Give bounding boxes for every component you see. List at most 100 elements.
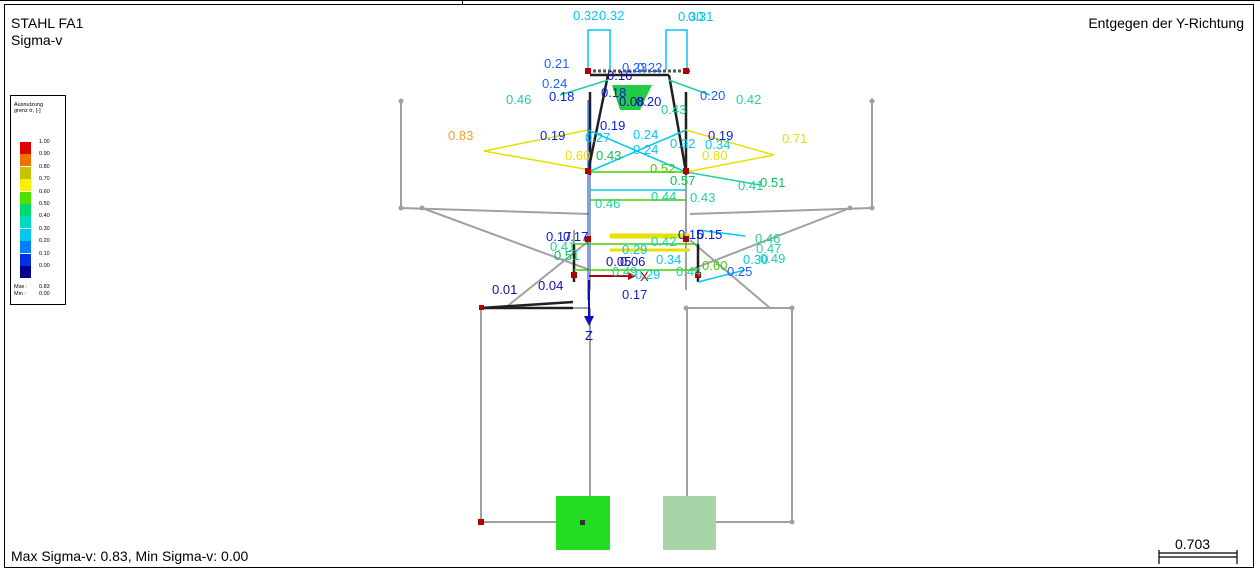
x-axis-arrow (628, 272, 636, 280)
legend-level-value: 0.50 (39, 201, 50, 207)
result-value-label: 0.27 (585, 130, 610, 145)
result-value-label: 0.20 (700, 88, 725, 103)
nodes (478, 68, 701, 525)
x-axis-label: X (640, 269, 649, 284)
result-value-label: 0.42 (651, 234, 676, 249)
legend-min-value: 0.00 (39, 291, 50, 297)
legend-level-value: 0.80 (39, 163, 50, 170)
result-value-label: 0.32 (599, 8, 624, 23)
result-value-label: 0.41 (550, 239, 575, 254)
result-value-label: 0.57 (670, 173, 695, 188)
result-value-label: 0.16 (607, 68, 632, 83)
legend-swatch (20, 166, 31, 179)
legend-level-value: 0.70 (39, 176, 50, 183)
result-value-label: 0.08 (619, 94, 644, 109)
result-members (483, 29, 775, 300)
result-value-label: 0.46 (595, 196, 620, 211)
legend-max: Max : 0.83 (14, 284, 50, 290)
result-value-label: 0.47 (756, 241, 781, 256)
legend-swatch (20, 179, 31, 192)
result-value-label: 0.44 (651, 189, 676, 204)
legend-level-value: 0.00 (39, 263, 50, 269)
legend-swatch (20, 191, 31, 204)
legend-level-value: 0.20 (39, 238, 50, 245)
result-value-label: 0.04 (538, 278, 563, 293)
legend-title-line2: grenz σ, [-] (14, 108, 41, 114)
result-value-label: 0.18 (549, 89, 574, 104)
result-value-label: 0.83 (448, 128, 473, 143)
result-value-label: 0.20 (636, 94, 661, 109)
top-border-line (0, 0, 1260, 1)
legend-level-value: 0.60 (39, 188, 50, 195)
result-value-label: 0.32 (573, 8, 598, 23)
legend-swatch (20, 154, 31, 167)
max-min-summary: Max Sigma-v: 0.83, Min Sigma-v: 0.00 (11, 548, 249, 564)
result-value-label: 0.43 (661, 102, 686, 117)
result-value-label: 0.49 (760, 251, 785, 266)
result-value-label: 0.21 (544, 56, 569, 71)
legend-min: Min : 0.00 (14, 291, 50, 297)
result-value-label: 0.15 (697, 227, 722, 242)
result-value-label: 0.52 (650, 161, 675, 176)
legend-swatch (20, 204, 31, 216)
z-axis-label: Z (585, 328, 593, 343)
result-value-label: 0.19 (600, 118, 625, 133)
result-value-label: 0.17 (563, 229, 588, 244)
legend-max-label: Max : (14, 284, 28, 290)
footing-node (580, 520, 585, 525)
result-value-label: 0.41 (738, 178, 763, 193)
legend-swatch (20, 142, 31, 154)
view-direction: Entgegen der Y-Richtung (1088, 15, 1244, 31)
legend-level-value: 0.90 (39, 151, 50, 158)
result-value-label: 0.30 (743, 252, 768, 267)
drawing-frame (4, 4, 1254, 568)
result-value-label: 0.43 (690, 190, 715, 205)
legend-title: Ausnutzung grenz σ, [-] (14, 102, 43, 114)
filled-plate (612, 85, 652, 110)
result-value-label: 0.71 (782, 131, 807, 146)
result-value-label: 0.49 (612, 264, 637, 279)
result-value-label: 0.29 (622, 242, 647, 257)
result-value-label: 0.46 (755, 231, 780, 246)
legend-level-value: 0.30 (39, 225, 50, 232)
result-value-label: 0.34 (705, 137, 730, 152)
legend-swatch (20, 228, 31, 241)
legend-level-value: 1.00 (39, 139, 50, 145)
footing-right (663, 496, 716, 550)
result-value-label: 0.19 (540, 128, 565, 143)
result-title: STAHL FA1 (11, 15, 84, 31)
result-value-label: 0.34 (656, 252, 681, 267)
result-value-label: 0.60 (565, 148, 590, 163)
result-value-label: 0.05 (606, 254, 631, 269)
z-axis-arrow (584, 316, 594, 326)
result-value-label: 0.44 (676, 264, 701, 279)
result-value-label: 0.43 (596, 148, 621, 163)
result-value-label: 0.18 (601, 85, 626, 100)
legend-swatch (20, 241, 31, 254)
result-value-label: 0.06 (620, 254, 645, 269)
result-value-label: 0.24 (633, 127, 658, 142)
color-legend: Ausnutzung grenz σ, [-] 1.00 0.90 0.80 0.70… (10, 95, 66, 305)
result-value-label: 0.19 (708, 128, 733, 143)
result-value-label: 0.17 (622, 287, 647, 302)
result-value-label: 0.23 (622, 60, 647, 75)
result-value-label: 0.60 (702, 258, 727, 273)
result-value-label: 0.01 (492, 282, 517, 297)
legend-min-label: Min : (14, 291, 26, 297)
result-value-label: 0.46 (506, 92, 531, 107)
result-type: Sigma-v (11, 32, 63, 48)
result-value-label: 0.24 (633, 142, 658, 157)
result-value-label: 0.24 (542, 76, 567, 91)
result-value-label: 0.31 (688, 9, 713, 24)
result-value-label: 0.15 (678, 227, 703, 242)
legend-level-value: 0.10 (39, 250, 50, 257)
scale-bar (1158, 550, 1238, 564)
result-value-label: 0.25 (727, 264, 752, 279)
legend-title-line1: Ausnutzung (14, 102, 44, 108)
legend-max-value: 0.83 (39, 284, 50, 290)
result-value-label: 0.42 (736, 92, 761, 107)
result-value-label: 0.30 (678, 9, 703, 24)
grey-nodes (398, 98, 875, 525)
